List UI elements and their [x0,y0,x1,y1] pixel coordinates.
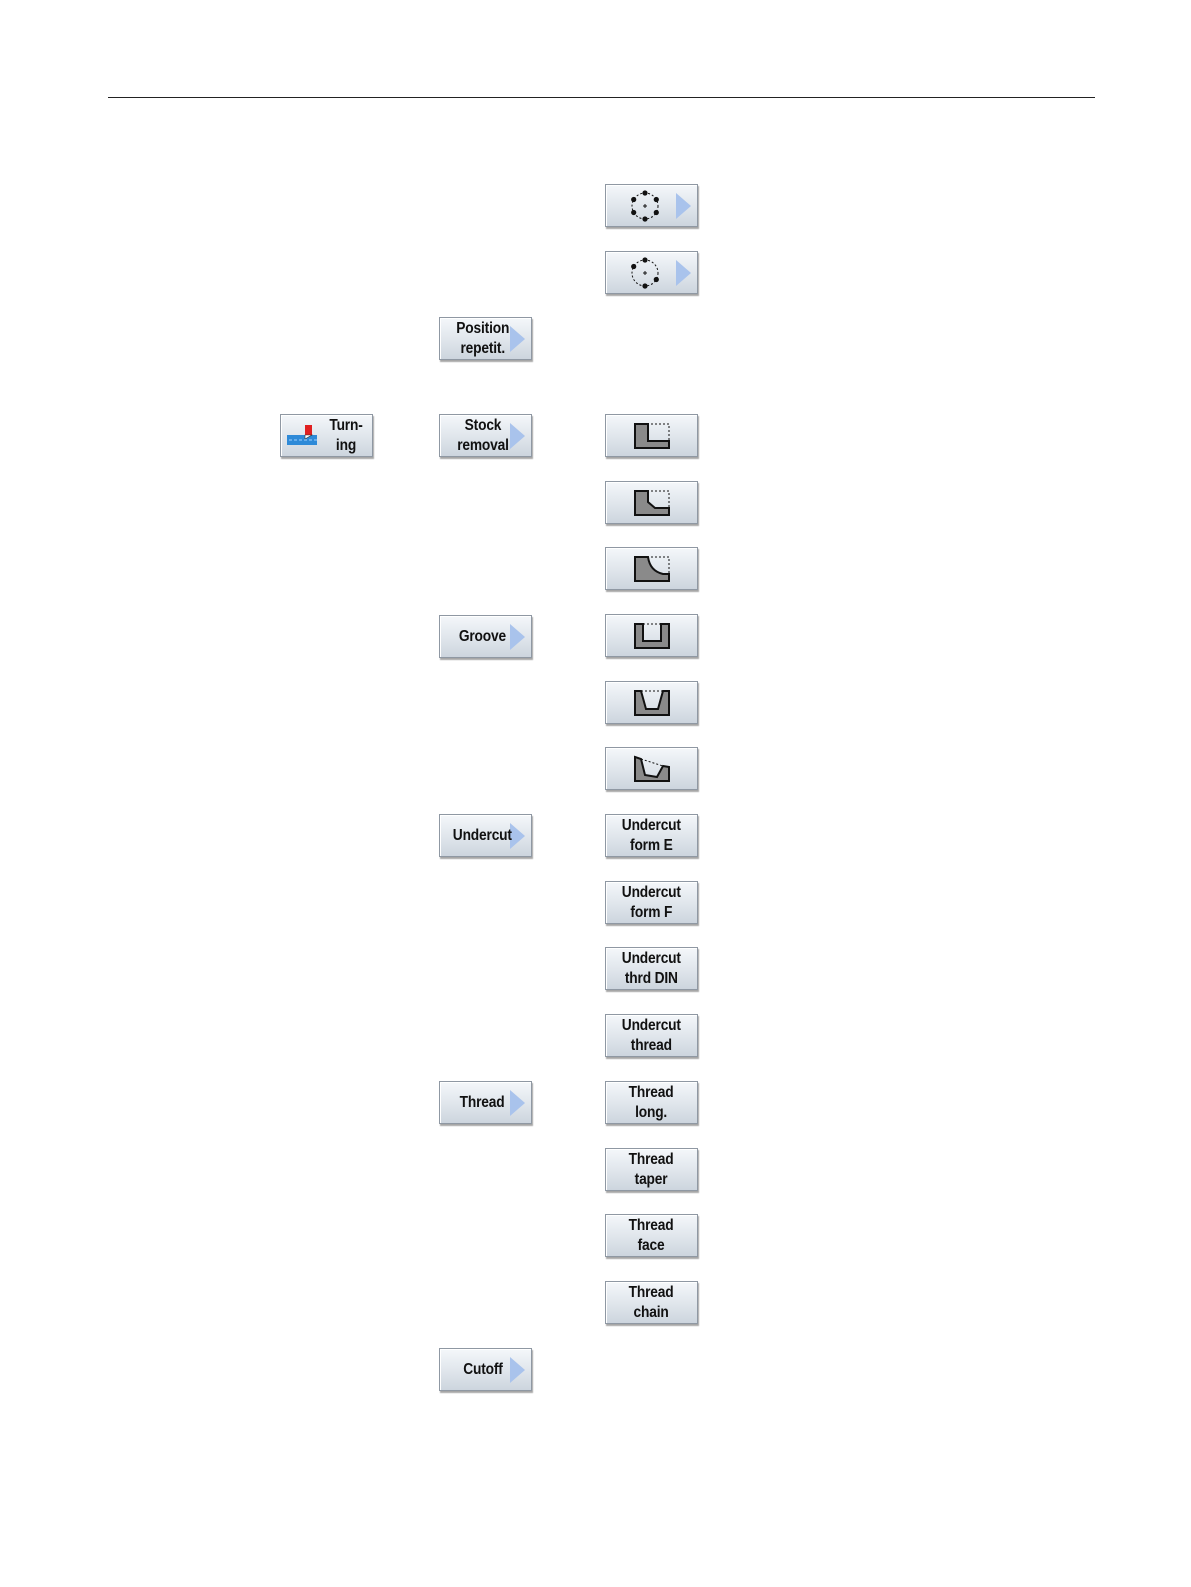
undercut-form-f-softkey[interactable]: Undercut form F [605,881,698,924]
undercut-thread-label: Undercut thread [622,1016,681,1056]
arrow-right-icon [510,823,525,849]
stock-removal-label: Stock removal [457,416,509,456]
thread-chain-label: Thread chain [629,1283,674,1323]
groove-2-softkey[interactable] [605,681,698,724]
cutoff-label: Cutoff [463,1360,502,1380]
undercut-form-f-label: Undercut form F [622,883,681,923]
rectangular-stock-removal-icon [633,422,671,450]
thread-taper-label: Thread taper [629,1150,674,1190]
undercut-form-e-label: Undercut form E [622,816,681,856]
thread-label: Thread [460,1093,505,1113]
stock-removal-2-softkey[interactable] [605,481,698,524]
turning-softkey[interactable]: Turn- ing [280,414,373,457]
pitch-circle-softkey[interactable] [605,251,698,294]
thread-face-label: Thread face [629,1216,674,1256]
arrow-right-icon [510,1090,525,1116]
stock-removal-chamfer-icon [633,489,671,517]
rectangular-groove-icon [633,622,671,650]
groove-tapered-icon [633,689,671,717]
thread-taper-softkey[interactable]: Thread taper [605,1148,698,1191]
thread-softkey[interactable]: Thread [439,1081,532,1124]
arrow-right-icon [510,423,525,449]
undercut-thread-din-softkey[interactable]: Undercut thrd DIN [605,947,698,990]
stock-removal-1-softkey[interactable] [605,414,698,457]
arrow-right-icon [676,260,691,286]
position-repetition-softkey[interactable]: Position repetit. [439,317,532,360]
groove-label: Groove [459,627,506,647]
arrow-right-icon [676,193,691,219]
undercut-form-e-softkey[interactable]: Undercut form E [605,814,698,857]
groove-3-softkey[interactable] [605,747,698,790]
groove-1-softkey[interactable] [605,614,698,657]
position-repetition-label: Position repetit. [456,319,509,359]
full-circle-pattern-icon [628,189,662,223]
full-circle-softkey[interactable] [605,184,698,227]
undercut-thread-softkey[interactable]: Undercut thread [605,1014,698,1057]
undercut-softkey[interactable]: Undercut [439,814,532,857]
thread-long-softkey[interactable]: Thread long. [605,1081,698,1124]
thread-long-label: Thread long. [629,1083,674,1123]
stock-removal-radius-icon [633,555,671,583]
stock-removal-softkey[interactable]: Stock removal [439,414,532,457]
header-rule [108,97,1095,98]
turning-label: Turn- ing [326,416,366,456]
undercut-thread-din-label: Undercut thrd DIN [622,949,681,989]
arrow-right-icon [510,1357,525,1383]
groove-inclined-icon [633,755,671,783]
turning-tool-icon [285,421,319,451]
pitch-circle-pattern-icon [628,256,662,290]
thread-face-softkey[interactable]: Thread face [605,1214,698,1257]
cutoff-softkey[interactable]: Cutoff [439,1348,532,1391]
stock-removal-3-softkey[interactable] [605,547,698,590]
arrow-right-icon [510,326,525,352]
thread-chain-softkey[interactable]: Thread chain [605,1281,698,1324]
undercut-label: Undercut [453,826,512,846]
groove-softkey[interactable]: Groove [439,615,532,658]
arrow-right-icon [510,624,525,650]
